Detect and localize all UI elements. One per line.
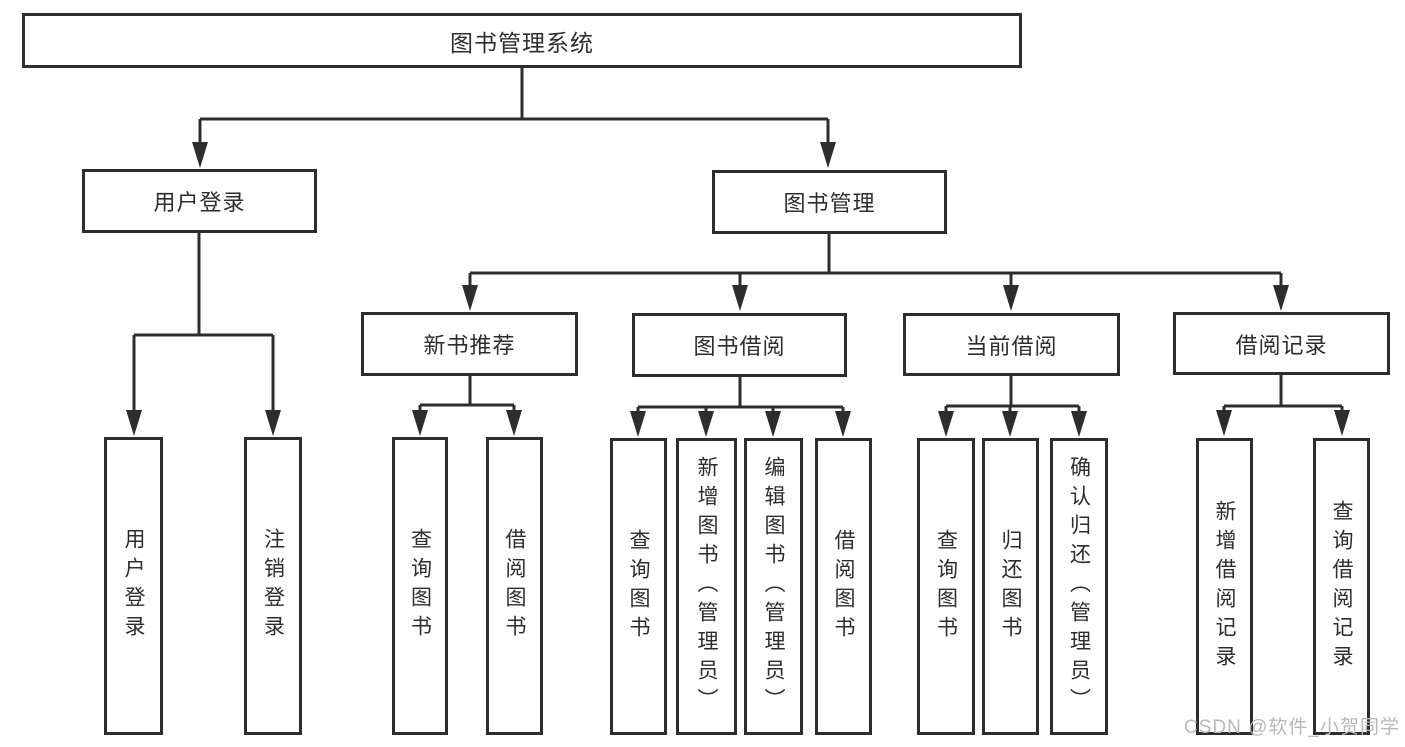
node-label: 注销登录: [261, 528, 285, 644]
connector-new-book-children: [418, 376, 516, 414]
arrow-down-icon: [732, 285, 748, 311]
node-query-books: 查询图书: [917, 438, 975, 735]
node-current-borrowing: 当前借阅: [903, 313, 1120, 376]
connector-book-mgmt-children: [468, 234, 1283, 289]
arrow-down-icon: [630, 411, 646, 437]
node-label: 查询图书: [934, 528, 958, 645]
node-label: 新增借阅记录: [1213, 499, 1236, 674]
node-borrowing-records: 借阅记录: [1173, 312, 1390, 375]
arrow-down-icon: [506, 410, 522, 436]
node-label: 借阅图书: [503, 528, 526, 644]
node-user-login-action: 用户登录: [104, 437, 163, 735]
arrow-down-icon: [1002, 411, 1018, 437]
arrow-down-icon: [412, 410, 428, 436]
node-return-books: 归还图书: [982, 438, 1039, 735]
connector-user-login-children: [132, 233, 275, 414]
arrowheads: [126, 142, 1350, 437]
node-label: 新增图书（管理员）: [695, 456, 718, 717]
node-confirm-return-admin: 确认归还（管理员）: [1050, 438, 1108, 735]
node-query-books: 查询图书: [610, 438, 667, 735]
node-label: 查询图书: [627, 528, 650, 645]
connector-borrow-record-children: [1222, 375, 1344, 414]
node-library-system: 图书管理系统: [22, 13, 1022, 68]
arrow-down-icon: [1216, 410, 1232, 436]
arrow-down-icon: [938, 411, 954, 437]
arrow-down-icon: [1071, 411, 1087, 437]
node-label: 用户登录: [122, 528, 145, 644]
arrow-down-icon: [835, 411, 851, 437]
node-add-borrow-record: 新增借阅记录: [1196, 438, 1253, 735]
arrow-down-icon: [265, 410, 281, 436]
arrow-down-icon: [698, 411, 714, 437]
node-label: 查询图书: [408, 528, 432, 644]
node-borrow-books: 借阅图书: [486, 437, 543, 735]
arrow-down-icon: [1003, 285, 1019, 311]
node-label: 确认归还（管理员）: [1067, 456, 1091, 717]
connector-root-to-level2: [198, 68, 830, 146]
arrow-down-icon: [462, 285, 478, 311]
arrow-down-icon: [192, 142, 208, 168]
node-add-book-admin: 新增图书（管理员）: [676, 438, 737, 735]
node-logout: 注销登录: [244, 437, 302, 735]
arrow-down-icon: [820, 142, 836, 168]
node-query-books: 查询图书: [392, 437, 448, 735]
node-query-borrow-record: 查询借阅记录: [1313, 438, 1370, 735]
connector-current-borrow-children: [944, 376, 1081, 415]
node-label: 查询借阅记录: [1330, 499, 1353, 674]
node-new-book-recommend: 新书推荐: [361, 312, 578, 376]
arrow-down-icon: [1334, 410, 1350, 436]
arrow-down-icon: [765, 411, 781, 437]
node-user-login: 用户登录: [82, 169, 317, 233]
node-label: 编辑图书（管理员）: [762, 456, 785, 717]
csdn-watermark: CSDN @软件_小贺同学: [1184, 717, 1400, 738]
node-edit-book-admin: 编辑图书（管理员）: [744, 438, 803, 735]
arrow-down-icon: [126, 410, 142, 436]
node-label: 借阅图书: [832, 528, 855, 645]
arrow-down-icon: [1273, 285, 1289, 311]
connector-book-borrow-children: [636, 377, 845, 415]
node-book-borrowing: 图书借阅: [632, 313, 847, 377]
node-borrow-books: 借阅图书: [815, 438, 872, 735]
node-label: 归还图书: [999, 528, 1022, 645]
node-book-management: 图书管理: [712, 170, 947, 234]
